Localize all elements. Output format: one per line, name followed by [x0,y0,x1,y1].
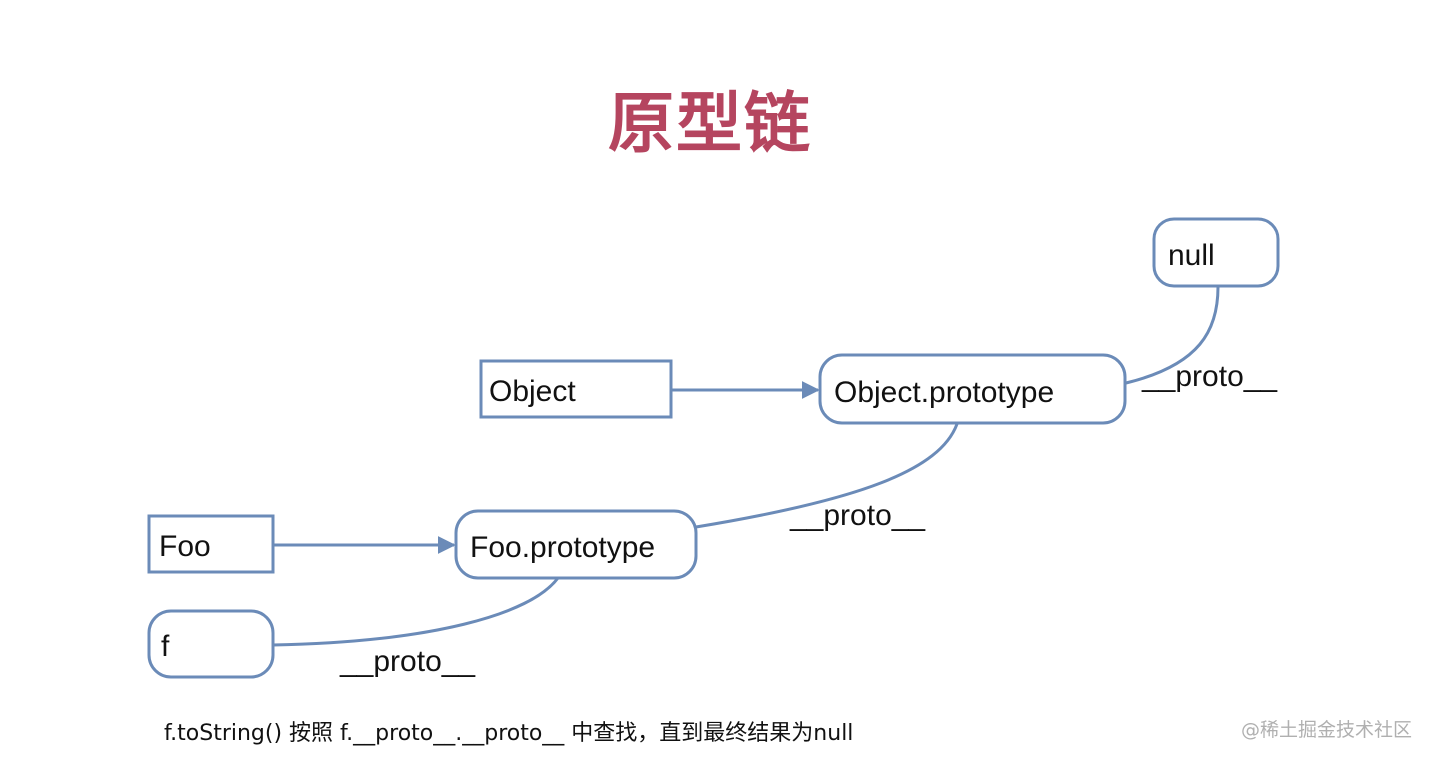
caption-text: f.toString() 按照 f.__proto__.__proto__ 中查… [164,721,854,746]
edge-foo-prototype-to-object-prototype [695,423,959,529]
node-object-prototype-label: Object.prototype [834,376,1054,409]
node-f-label: f [161,630,170,663]
edge-label-f-proto: __proto__ [339,645,476,678]
node-object: Object [479,359,673,419]
edge-object-prototype-to-null [1125,286,1220,385]
node-foo-prototype-label: Foo.prototype [470,531,655,564]
node-foo-label: Foo [159,530,211,563]
page-title: 原型链 [608,85,812,162]
node-object-prototype: Object.prototype [818,353,1127,425]
watermark: @稀土掘金技术社区 [1240,719,1412,741]
node-object-label: Object [489,375,576,408]
edge-f-to-foo-prototype [272,577,560,647]
edge-label-object-prototype-proto: __proto__ [1141,360,1278,393]
node-foo: Foo [147,514,275,574]
edge-label-foo-prototype-proto: __proto__ [789,499,926,532]
node-f: f [147,609,275,679]
node-null-label: null [1168,239,1215,272]
node-foo-prototype: Foo.prototype [454,509,698,580]
node-null: null [1152,217,1280,288]
